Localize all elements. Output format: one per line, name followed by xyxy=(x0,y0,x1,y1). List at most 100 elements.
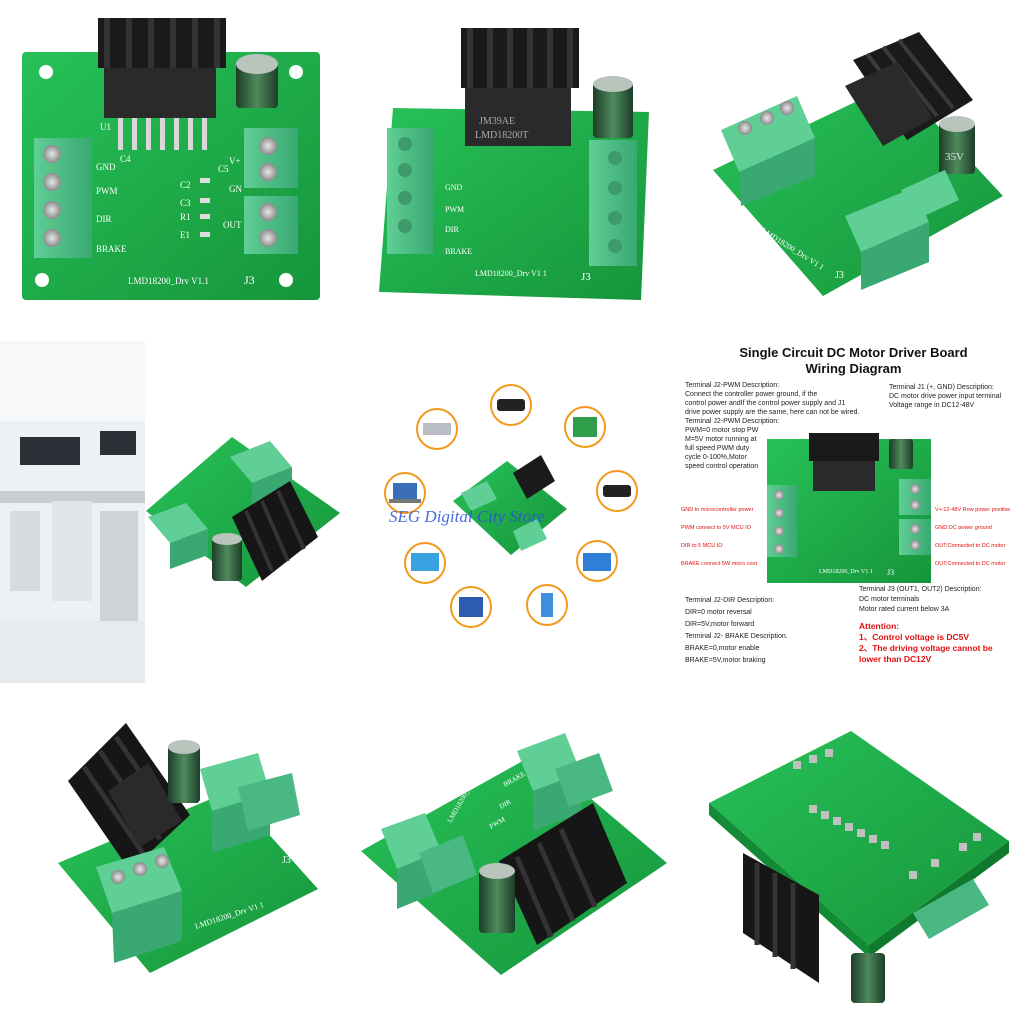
terminal-block-j2 xyxy=(34,138,92,258)
label-e1: E1 xyxy=(180,230,190,240)
label-u1: U1 xyxy=(100,122,111,132)
board-label: LMD18200_Drv V1.1 xyxy=(128,276,209,286)
label-j3: J3 xyxy=(282,855,291,866)
terminal-block-j2 xyxy=(721,96,815,206)
desc-line: Voltage range in DC12-48V xyxy=(889,402,975,409)
label-pwm: PWM xyxy=(96,186,118,196)
pin-label-vplus: V+:12-48V Row power positive xyxy=(935,507,1011,513)
desc-line: PWM=0 motor stop PW xyxy=(685,427,759,434)
dir-brake-description: Terminal J2-DIR Description: DIR=0 motor… xyxy=(685,595,855,667)
j3-description: Terminal J3 (OUT1, OUT2) Description: DC… xyxy=(859,585,1023,615)
chip-pins xyxy=(118,118,207,150)
right-pin-labels: V+:12-48V Row power positive GND:DC powe… xyxy=(935,501,1024,573)
pin-label-dir: DIR to 5 MCU IO xyxy=(681,543,723,549)
product-photo-heatsink-left: LMD18200_Drv V1 1 J3 xyxy=(0,683,341,1024)
label-j3: J3 xyxy=(835,270,844,281)
label-out: OUT xyxy=(223,220,242,230)
terminal-block-j1-j3 xyxy=(244,128,298,254)
terminal-block-j2 xyxy=(387,128,433,254)
pin-label-gnd: GND:DC power ground xyxy=(935,525,992,531)
mount-hole xyxy=(39,65,53,79)
label-r1: R1 xyxy=(180,212,191,222)
terminal-block xyxy=(513,519,547,551)
device-circle-tablet xyxy=(450,586,492,628)
desc-line: speed control operation xyxy=(685,463,759,470)
desc-line: M=5V motor running at xyxy=(685,436,757,443)
label-j3: J3 xyxy=(887,568,894,577)
j1-description: Terminal J1 (+, GND) Description: DC mot… xyxy=(889,383,1023,410)
driver-chip xyxy=(108,763,182,847)
label-c5: C5 xyxy=(218,164,229,174)
label-brake: BRAKE xyxy=(445,247,472,256)
product-photo-office-scene xyxy=(0,341,341,683)
electrolytic-capacitor xyxy=(851,953,885,1003)
terminal-block-j1 xyxy=(148,503,208,569)
mount-hole xyxy=(279,273,293,287)
desc-line: DC motor terminals xyxy=(859,596,920,603)
label-pwm: PWM xyxy=(445,205,464,214)
pin-label-gnd: GND to microcontroller power xyxy=(681,507,754,513)
heatsink xyxy=(513,455,555,499)
label-c4: C4 xyxy=(120,154,131,164)
label-dir: DIR xyxy=(96,214,112,224)
diagram-title-line-1: Single Circuit DC Motor Driver Board xyxy=(739,345,968,360)
device-circle-monitor xyxy=(404,542,446,584)
desc-line: drive power supply are the same, here ca… xyxy=(685,409,860,416)
desc-line: Terminal J3 (OUT1, OUT2) Description: xyxy=(859,586,982,593)
diagram-board-image: LMD18200_Drv V1 1 J3 xyxy=(767,433,931,583)
device-circle-server xyxy=(416,408,458,450)
heatsink xyxy=(499,803,627,945)
desc-line: DIR=5V,motor forward xyxy=(685,621,755,628)
driver-chip xyxy=(465,88,571,146)
heatsink xyxy=(461,28,579,88)
chip-marking: JM39AE xyxy=(479,116,515,127)
pwm-description: Terminal J2-PWM Description: Connect the… xyxy=(685,381,885,471)
terminal-block-j2 xyxy=(230,441,292,507)
attention-line: 1、Control voltage is DC5V xyxy=(859,632,970,642)
desc-line: Terminal J2-PWM Description: xyxy=(685,418,780,425)
pin-label-out2: OUT:Connected to DC motor xyxy=(935,561,1006,567)
desc-line: BRAKE=0,motor enable xyxy=(685,645,760,652)
electrolytic-capacitor xyxy=(236,54,278,108)
pcb-board-bottom xyxy=(709,731,1009,945)
label-c3: C3 xyxy=(180,198,191,208)
board-label: LMD18200_Drv V1 1 xyxy=(819,569,873,575)
attention-line: 2、The driving voltage cannot be xyxy=(859,643,993,653)
terminal-block-j1-j3 xyxy=(845,170,959,290)
product-photo-angled-front: JM39AE LMD18200T GND PWM DIR BRAKE LMD18… xyxy=(341,0,683,341)
driver-chip xyxy=(845,62,933,146)
label-vplus: V+ xyxy=(229,156,241,166)
wiring-diagram-panel: Single Circuit DC Motor Driver Board Wir… xyxy=(681,341,1024,683)
electrolytic-capacitor: 35V xyxy=(939,116,975,174)
store-watermark: SEG Digital City Store xyxy=(389,507,545,526)
desc-line: full speed PWM duty xyxy=(685,445,750,452)
chip-part-number: LMD18200T xyxy=(475,130,528,141)
label-gnd: GND xyxy=(445,183,463,192)
electrolytic-capacitor xyxy=(212,533,242,581)
terminal-block-j2 xyxy=(517,733,613,831)
device-circle-circuit-board xyxy=(564,406,606,448)
device-circle-hard-drive xyxy=(596,470,638,512)
terminal-block-j2 xyxy=(96,847,182,963)
device-circle-tablet-screen xyxy=(576,540,618,582)
heatsink xyxy=(232,481,318,581)
desc-line: Motor rated current below 3A xyxy=(859,606,950,613)
device-circle-laptop xyxy=(384,472,426,514)
diagram-title: Single Circuit DC Motor Driver Board Wir… xyxy=(683,345,1024,377)
mount-hole xyxy=(35,273,49,287)
electrolytic-capacitor xyxy=(168,740,200,803)
pin-label-brake: BRAKE connect 5W micro cont xyxy=(681,561,758,567)
mount-hole xyxy=(289,65,303,79)
terminal-block xyxy=(913,879,989,939)
device-circle-router xyxy=(490,384,532,426)
desc-line: cycle 0-100%,Motor xyxy=(685,454,747,461)
product-photo-underside xyxy=(683,683,1024,1024)
electrolytic-capacitor xyxy=(593,76,633,138)
product-photo-angled-side: 35V LMD18200_Drv V1 1 J3 xyxy=(683,0,1024,341)
product-photo-top-view: GND PWM DIR BRAKE C2 C3 R1 E1 C5 C4 U1 V… xyxy=(0,0,341,341)
label-j3: J3 xyxy=(581,271,591,283)
desc-line: DIR=0 motor reversal xyxy=(685,609,752,616)
desc-line: Terminal J2-DIR Description: xyxy=(685,597,775,604)
terminal-block xyxy=(461,481,497,511)
left-pin-labels: GND to microcontroller power PWM connect… xyxy=(681,501,765,573)
